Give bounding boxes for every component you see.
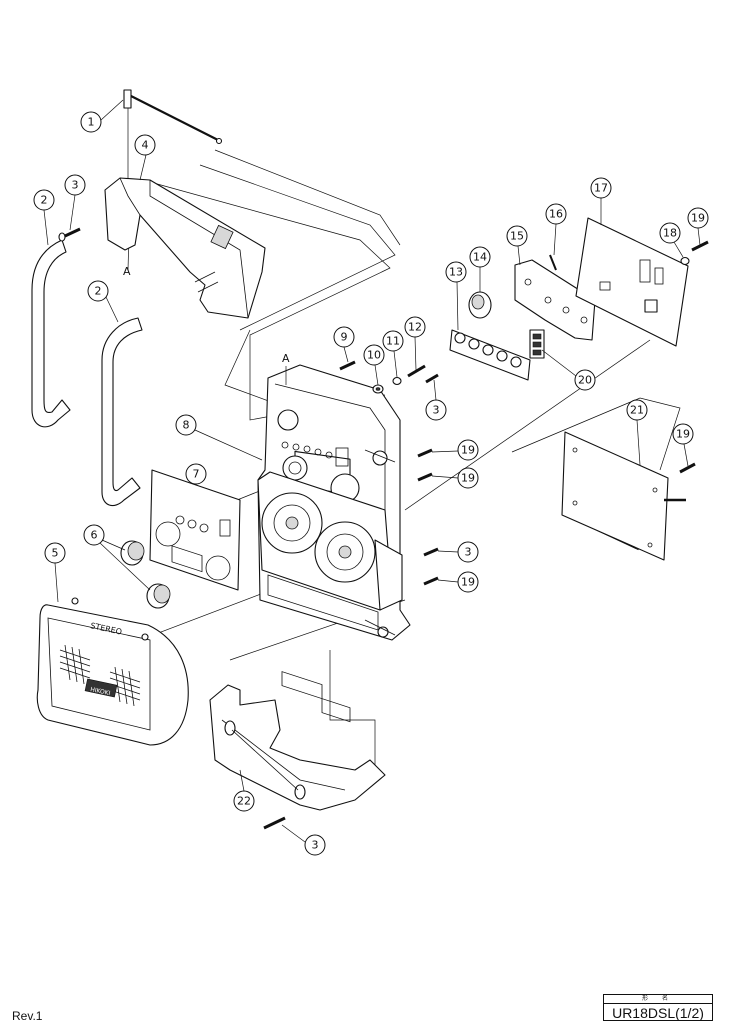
screw-12 xyxy=(407,364,426,378)
svg-text:18: 18 xyxy=(663,227,677,240)
section-mark-handle: A xyxy=(123,265,131,278)
section-mark-housing: A xyxy=(282,352,290,385)
washer-10 xyxy=(372,384,384,394)
svg-text:5: 5 xyxy=(52,547,59,560)
switch-block-20 xyxy=(529,329,545,359)
model-name: UR18DSL(1/2) xyxy=(612,1005,704,1021)
svg-text:12: 12 xyxy=(408,321,422,334)
svg-text:2: 2 xyxy=(95,285,102,298)
callout-5: 5 xyxy=(44,542,66,603)
screw-19-plate xyxy=(679,462,696,474)
svg-text:19: 19 xyxy=(461,472,475,485)
svg-text:3: 3 xyxy=(433,404,440,417)
callout-10: 10 xyxy=(363,344,385,386)
callout-14: 14 xyxy=(469,246,491,292)
handle-grip-right xyxy=(101,317,143,507)
svg-text:11: 11 xyxy=(386,335,400,348)
front-housing xyxy=(257,364,411,723)
callout-19-plate: 19 xyxy=(672,423,694,467)
svg-text:19: 19 xyxy=(461,576,475,589)
svg-text:14: 14 xyxy=(473,251,487,264)
callout-17: 17 xyxy=(590,177,612,225)
svg-text:7: 7 xyxy=(193,468,200,481)
handle-grip-left xyxy=(31,239,71,428)
svg-text:15: 15 xyxy=(510,230,524,243)
callout-15: 15 xyxy=(506,225,528,266)
callout-22: 22 xyxy=(233,769,255,812)
svg-text:22: 22 xyxy=(237,795,251,808)
callout-16: 16 xyxy=(545,203,567,256)
control-panel-label xyxy=(149,469,241,591)
svg-text:21: 21 xyxy=(630,404,644,417)
base-22 xyxy=(209,684,386,811)
callout-2-left: 2 xyxy=(33,189,55,246)
svg-text:19: 19 xyxy=(461,444,475,457)
model-header: 形 名 xyxy=(604,995,712,1004)
svg-text:6: 6 xyxy=(91,529,98,542)
top-handle xyxy=(104,177,266,319)
callout-20: 20 xyxy=(541,349,596,391)
svg-text:13: 13 xyxy=(449,266,463,279)
callout-13: 13 xyxy=(445,261,467,331)
button-14 xyxy=(468,291,492,319)
rear-plate-21 xyxy=(561,431,686,561)
svg-text:16: 16 xyxy=(549,208,563,221)
callout-3-mid: 3 xyxy=(437,541,479,563)
svg-text:3: 3 xyxy=(72,179,79,192)
callout-7: 7 xyxy=(185,463,207,485)
svg-text:19: 19 xyxy=(676,428,690,441)
front-grille: STEREO HIKOKI xyxy=(36,597,189,746)
sub-board-15 xyxy=(514,259,596,341)
callout-1: 1 xyxy=(80,99,124,133)
callout-18: 18 xyxy=(659,222,684,258)
knob-row-13 xyxy=(449,329,531,381)
callout-19-second: 19 xyxy=(431,467,479,489)
knob-upper xyxy=(120,540,145,566)
callout-3-bottom: 3 xyxy=(281,824,326,856)
ring-11 xyxy=(392,376,402,386)
callout-4: 4 xyxy=(134,134,156,181)
svg-text:3: 3 xyxy=(312,839,319,852)
svg-text:2: 2 xyxy=(41,194,48,207)
screw-top-left xyxy=(58,227,81,242)
callout-9: 9 xyxy=(333,326,355,363)
svg-text:8: 8 xyxy=(183,419,190,432)
screws-housing xyxy=(263,360,439,830)
callout-11: 11 xyxy=(382,330,404,378)
screw-16 xyxy=(549,254,557,271)
washer-18 xyxy=(680,256,690,266)
svg-text:20: 20 xyxy=(578,374,592,387)
svg-text:4: 4 xyxy=(142,139,149,152)
callout-8: 8 xyxy=(175,414,263,461)
callout-3-top: 3 xyxy=(64,174,86,231)
svg-text:9: 9 xyxy=(341,331,348,344)
callout-21: 21 xyxy=(626,399,648,466)
callout-12: 12 xyxy=(404,316,426,371)
section-mark-a-lower: A xyxy=(282,352,290,365)
callout-6: 6 xyxy=(83,524,151,591)
svg-text:19: 19 xyxy=(691,212,705,225)
section-mark-a-upper: A xyxy=(123,265,131,278)
knob-lower xyxy=(146,583,171,609)
callout-19-lower: 19 xyxy=(437,571,479,593)
housing-buttons xyxy=(281,441,349,467)
grille-mesh-right xyxy=(109,666,141,707)
svg-text:3: 3 xyxy=(465,546,472,559)
grille-mesh-left xyxy=(59,644,91,685)
callout-19-board: 19 xyxy=(687,207,709,246)
revision-label: Rev.1 xyxy=(12,1009,43,1023)
model-title-block: 形 名 UR18DSL(1/2) xyxy=(603,994,713,1021)
svg-text:17: 17 xyxy=(594,182,608,195)
svg-text:10: 10 xyxy=(367,349,381,362)
callout-3-housing: 3 xyxy=(425,379,447,421)
svg-text:1: 1 xyxy=(88,116,95,129)
screw-19-board xyxy=(691,240,709,252)
callout-19-upper: 19 xyxy=(431,439,479,461)
antenna xyxy=(123,89,223,180)
grille-brand-label: HIKOKI xyxy=(90,686,112,697)
callout-2-right: 2 xyxy=(87,280,119,323)
